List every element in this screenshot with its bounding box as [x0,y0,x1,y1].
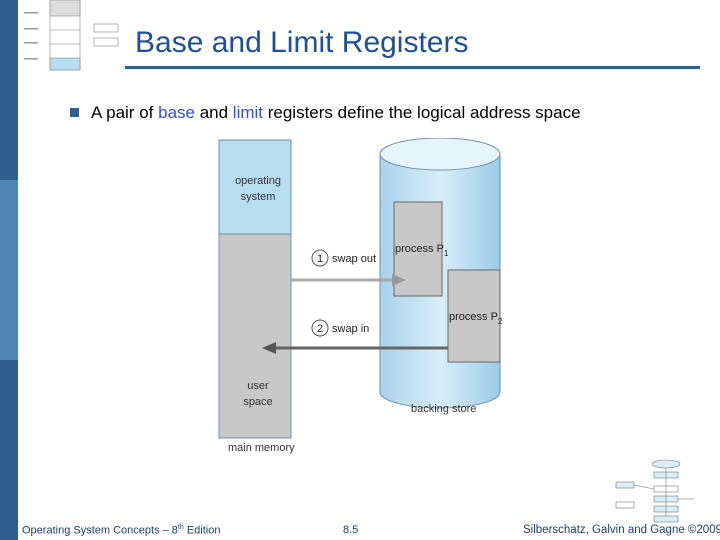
footer-copyright: Silberschatz, Galvin and Gagne ©2009 [523,524,720,536]
keyword-base: base [158,103,195,122]
main-memory-label: main memory [228,442,295,454]
swap-out-arrowhead [392,274,406,286]
os-label-line1: operating [235,175,281,187]
bullet-point: A pair of base and limit registers defin… [70,103,581,123]
swapping-diagram: operating system user space main memory … [218,138,503,454]
bullet-text-start: A pair of [91,103,159,122]
os-label-line2: system [241,191,276,203]
sidebar-highlight [0,180,18,360]
cylinder-top [379,138,501,171]
user-label-line2: space [243,396,272,408]
swap-in-label: swap in [332,323,369,335]
slide-title: Base and Limit Registers [135,26,469,59]
bullet-text-middle: and [194,103,233,122]
process-p1-label: process P1 [395,243,449,258]
swap-in-step-number: 2 [317,323,323,335]
user-space-region [218,233,292,439]
swap-out-step-number: 1 [317,253,323,265]
memory-layout-thumbnail [24,0,119,71]
bullet-text-end: registers define the logical address spa… [263,103,581,122]
title-divider [125,66,700,69]
bullet-square-icon [70,108,79,117]
swap-out-step-circle [311,249,329,267]
user-label-line1: user [247,380,269,392]
os-region [218,139,292,235]
process-p2-label: process P2 [449,311,503,326]
left-sidebar-bar [0,0,18,540]
swap-out-label: swap out [332,253,376,265]
footer-page-number: 8.5 [343,524,359,536]
process-p2-block [447,269,501,363]
keyword-limit: limit [232,103,264,122]
flowchart-thumbnail [615,459,694,523]
footer-book-title: Operating System Concepts – 8th Edition [22,524,221,537]
swap-in-arrowhead [262,342,276,354]
backing-store-label: backing store [411,403,476,415]
swap-in-step-circle [311,319,329,337]
